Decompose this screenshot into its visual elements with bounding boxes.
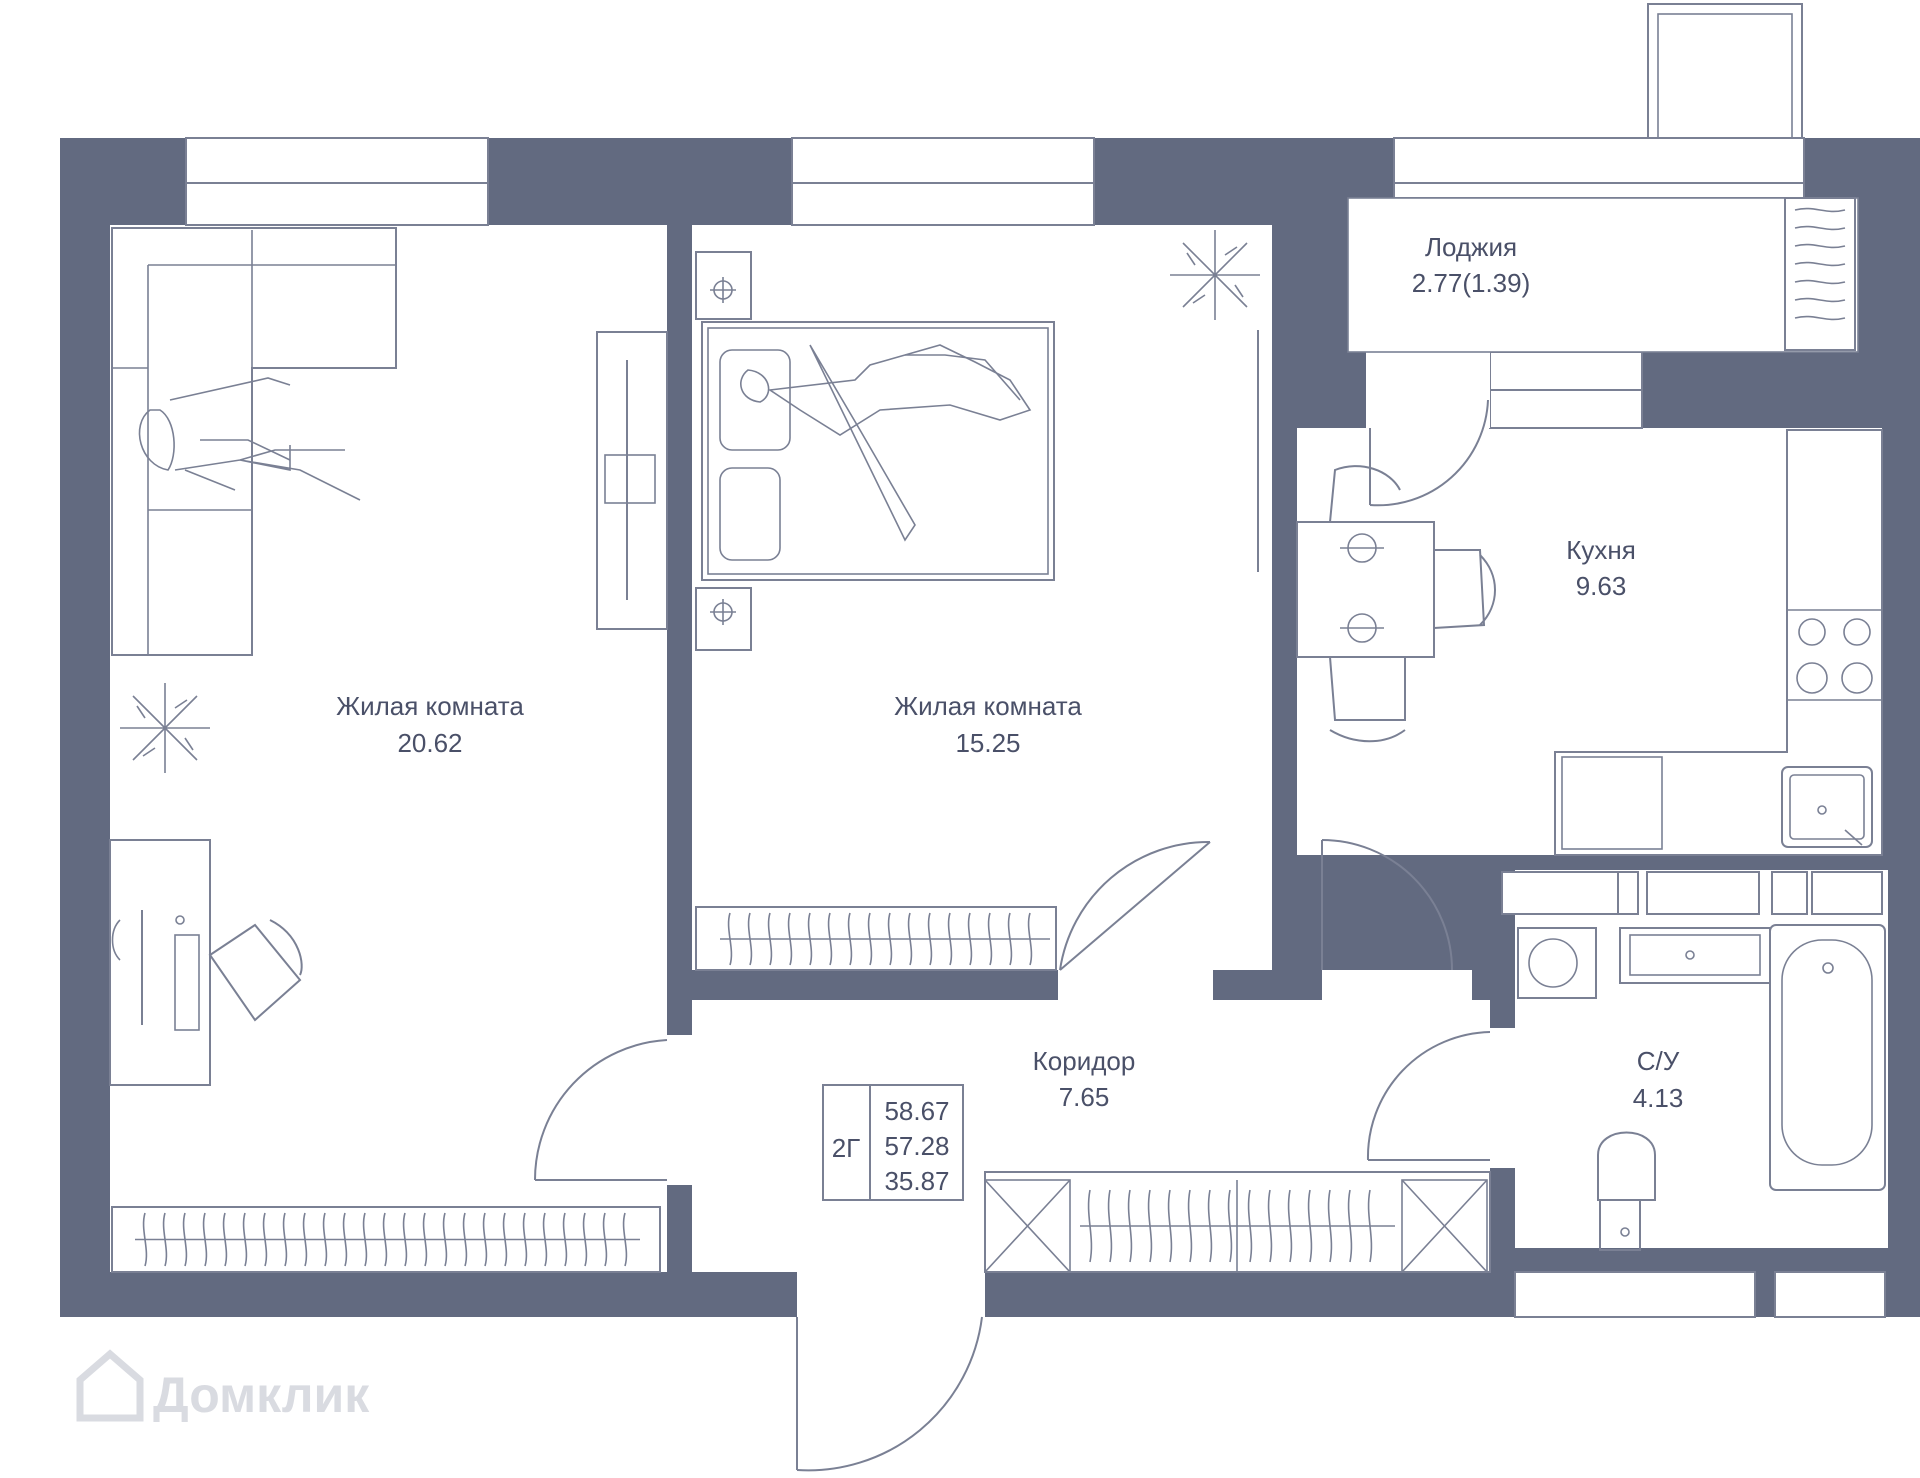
wardrobe-living-1 bbox=[111, 1206, 661, 1273]
bed bbox=[701, 321, 1055, 581]
plant-1 bbox=[120, 683, 210, 773]
hanger-mark bbox=[1794, 279, 1846, 285]
living-room-2-area: 15.25 bbox=[955, 728, 1020, 758]
kitchen-counter bbox=[1554, 429, 1883, 856]
corridor-wardrobe bbox=[984, 1171, 1491, 1273]
nightstand-bottom bbox=[695, 587, 752, 651]
loggia-name: Лоджия bbox=[1425, 232, 1517, 262]
kitchen-sink bbox=[1781, 766, 1873, 848]
toilet bbox=[1597, 1131, 1656, 1251]
loggia-area: 2.77(1.39) bbox=[1412, 268, 1531, 298]
wardrobe-living-2 bbox=[695, 906, 1057, 971]
apartment-type: 2Г bbox=[832, 1133, 861, 1163]
nightstand-top bbox=[695, 251, 752, 320]
living-room-1-name: Жилая комната bbox=[336, 691, 524, 721]
house-logo-icon bbox=[76, 1349, 144, 1422]
bathroom-name: С/У bbox=[1637, 1046, 1680, 1076]
windows bbox=[185, 137, 1886, 1318]
kitchen-area: 9.63 bbox=[1576, 571, 1627, 601]
desk-chair bbox=[208, 919, 303, 1022]
stove bbox=[1796, 618, 1873, 694]
dining-table bbox=[1296, 465, 1496, 743]
bathroom-area: 4.13 bbox=[1633, 1083, 1684, 1113]
watermark-text: Домклик bbox=[153, 1367, 370, 1423]
hanger-mark bbox=[1794, 207, 1846, 213]
hanger-mark bbox=[1794, 225, 1846, 231]
bathroom-sink bbox=[1619, 927, 1771, 984]
door-swings bbox=[533, 399, 1491, 1472]
living-room-1-area: 20.62 bbox=[397, 728, 462, 758]
area-2: 57.28 bbox=[884, 1131, 949, 1161]
hanger-mark bbox=[1794, 297, 1846, 303]
washing-machine bbox=[1517, 927, 1597, 999]
balcony bbox=[1647, 3, 1803, 139]
person-sitting-figure bbox=[138, 377, 361, 501]
plant-2 bbox=[1170, 230, 1260, 320]
corridor-area: 7.65 bbox=[1059, 1082, 1110, 1112]
bathtub bbox=[1769, 924, 1886, 1191]
corridor-name: Коридор bbox=[1033, 1046, 1136, 1076]
hanger-mark bbox=[1794, 261, 1846, 267]
total-area: 58.67 bbox=[884, 1096, 949, 1126]
tv-stand bbox=[596, 331, 668, 630]
sofa bbox=[111, 227, 397, 656]
person-sleeping-figure bbox=[740, 344, 1032, 436]
hanger-mark bbox=[1794, 243, 1846, 249]
desk bbox=[109, 839, 211, 1086]
living-room-2-name: Жилая комната bbox=[894, 691, 1082, 721]
living-area: 35.87 bbox=[884, 1166, 949, 1196]
door-openings bbox=[667, 340, 1515, 1317]
hanger-mark bbox=[1794, 315, 1846, 321]
kitchen-name: Кухня bbox=[1566, 535, 1636, 565]
loggia-hangers bbox=[1784, 197, 1856, 351]
watermark: Домклик bbox=[76, 1349, 370, 1423]
area-summary: 2Г 58.67 57.28 35.87 bbox=[822, 1084, 964, 1201]
